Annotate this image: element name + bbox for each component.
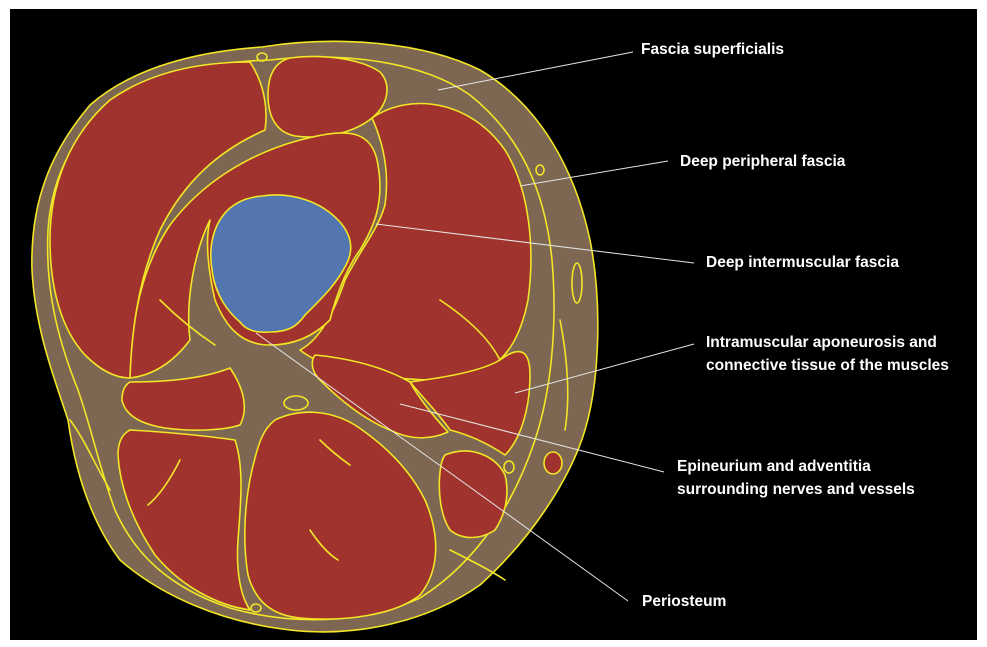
label-fascia-superficialis: Fascia superficialis bbox=[641, 39, 784, 61]
diagram-frame: Fascia superficialis Deep peripheral fas… bbox=[10, 9, 977, 640]
label-intramuscular-line2: connective tissue of the muscles bbox=[706, 355, 949, 377]
semimembranosus-muscle bbox=[118, 430, 250, 610]
label-periosteum: Periosteum bbox=[642, 591, 726, 613]
label-intramuscular-line1: Intramuscular aponeurosis and bbox=[706, 332, 937, 354]
gracilis-muscle bbox=[439, 451, 507, 537]
label-epineurium-line2: surrounding nerves and vessels bbox=[677, 479, 915, 501]
thigh-cross-section bbox=[10, 9, 977, 640]
great-saphenous-vein bbox=[544, 452, 562, 474]
label-deep-peripheral-fascia: Deep peripheral fascia bbox=[680, 151, 845, 173]
label-epineurium-line1: Epineurium and adventitia bbox=[677, 456, 871, 478]
label-deep-intermuscular-fascia: Deep intermuscular fascia bbox=[706, 252, 899, 274]
